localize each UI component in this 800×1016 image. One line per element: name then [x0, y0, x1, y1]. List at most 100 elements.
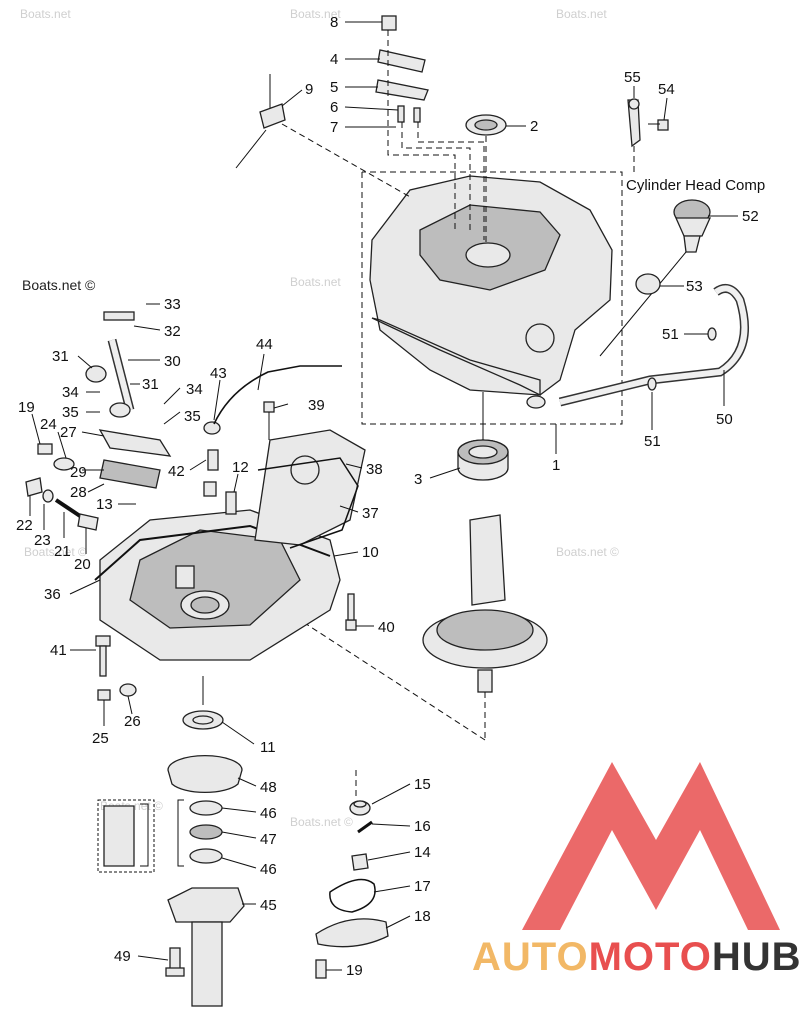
callout-46: 46: [260, 805, 277, 822]
callout-26: 26: [124, 713, 141, 730]
top-plate-parts: [375, 15, 507, 136]
sensor-part: [203, 365, 342, 497]
bolt-shank: [347, 593, 355, 621]
callout-41: 41: [50, 642, 67, 659]
detail-inset-part: [103, 805, 135, 867]
logo-mark: [522, 762, 780, 930]
callout-40: 40: [378, 619, 395, 636]
leader: [387, 30, 456, 230]
leader: [599, 251, 687, 357]
watermark: Boats.net: [290, 275, 341, 289]
callout-49: 49: [114, 948, 131, 965]
callout-29: 29: [70, 464, 87, 481]
bolt-head: [165, 967, 185, 977]
callout-34: 34: [62, 384, 79, 401]
callout-36: 36: [44, 586, 61, 603]
lower-seal-stack: [167, 710, 245, 1007]
callout-7: 7: [330, 119, 338, 136]
callout-24: 24: [40, 416, 57, 433]
watermark: Boats.net ©: [290, 815, 353, 829]
dipstick-part: [627, 98, 669, 148]
fuel-joint-part: [235, 74, 286, 169]
part-12: [225, 491, 237, 515]
breather-hose-inner: [559, 285, 748, 405]
logo-text-hub: HUB: [712, 935, 800, 979]
logo-text-auto: AUTO: [472, 935, 589, 979]
bolt-part: [345, 619, 357, 631]
callout-55: 55: [624, 69, 641, 86]
pin-parts: [25, 443, 99, 531]
callout-31b: 31: [142, 376, 159, 393]
callout-51b: 51: [644, 433, 661, 450]
callout-22: 22: [16, 517, 33, 534]
leader: [417, 122, 485, 240]
logo-text: AUTOMOTOHUB: [472, 935, 800, 979]
lower-cover-parts: [315, 800, 389, 979]
callout-42: 42: [168, 463, 185, 480]
callout-3: 3: [414, 471, 422, 488]
callout-51: 51: [662, 326, 679, 343]
detail-inset-box: [97, 799, 155, 873]
callout-33: 33: [164, 296, 181, 313]
watermark: Boats.net ©: [22, 277, 96, 293]
callout-11: 11: [260, 739, 276, 756]
watermark: Boats.net: [20, 7, 71, 21]
callout-30: 30: [164, 353, 181, 370]
cylinder-head-part: [369, 175, 613, 409]
callout-35b: 35: [184, 408, 201, 425]
leader: [281, 123, 413, 199]
callout-52: 52: [742, 208, 759, 225]
callout-10: 10: [362, 544, 379, 561]
callout-43: 43: [210, 365, 227, 382]
callout-47: 47: [260, 831, 277, 848]
callout-53: 53: [686, 278, 703, 295]
watermark: Boats.net ©: [24, 545, 87, 559]
callout-25: 25: [92, 730, 109, 747]
detail-bracket: [177, 799, 184, 867]
callout-19: 19: [18, 399, 35, 416]
callout-32: 32: [164, 323, 181, 340]
washer-part: [119, 683, 137, 697]
callout-19b: 19: [346, 962, 363, 979]
watermark: Boats.net ©: [556, 545, 619, 559]
watermark: Boats.net: [290, 7, 341, 21]
callout-5: 5: [330, 79, 338, 96]
callout-45: 45: [260, 897, 277, 914]
detail-bracket: [140, 803, 149, 867]
bearing-part: [457, 439, 509, 481]
logo-text-moto: MOTO: [589, 935, 712, 979]
automotohub-logo: AUTOMOTOHUB: [472, 762, 800, 979]
callout-1: 1: [552, 457, 560, 474]
callout-39: 39: [308, 397, 325, 414]
callout-50: 50: [716, 411, 733, 428]
callout-35: 35: [62, 404, 79, 421]
callout-28: 28: [70, 484, 87, 501]
diagram-title: Cylinder Head Comp: [626, 177, 765, 194]
callout-27: 27: [60, 424, 77, 441]
callout-8: 8: [330, 14, 338, 31]
callout-46b: 46: [260, 861, 277, 878]
callout-12: 12: [232, 459, 249, 476]
cylinder-head-group-outline: [361, 171, 623, 425]
bolt-part: [97, 689, 111, 701]
callout-44: 44: [256, 336, 273, 353]
callout-34b: 34: [186, 381, 203, 398]
callout-20: 20: [74, 556, 91, 573]
callout-21: 21: [54, 543, 71, 560]
crankcase-part: [99, 509, 341, 661]
callout-48: 48: [260, 779, 277, 796]
callout-2: 2: [530, 118, 538, 135]
camshaft-gear-part: [422, 514, 548, 693]
bolt-part: [95, 635, 111, 677]
callout-leaders: [29, 21, 738, 971]
watermark: Boats.net: [556, 7, 607, 21]
breather-cover-part: [85, 311, 172, 489]
callout-6: 6: [330, 99, 338, 116]
callout-16: 16: [414, 818, 431, 835]
callout-numbers: 8 4 5 6 7 9 2 55 54 52 53 51 50 51 1 3 3…: [16, 14, 759, 979]
callout-18: 18: [414, 908, 431, 925]
leader: [401, 122, 471, 230]
callout-15: 15: [414, 776, 431, 793]
